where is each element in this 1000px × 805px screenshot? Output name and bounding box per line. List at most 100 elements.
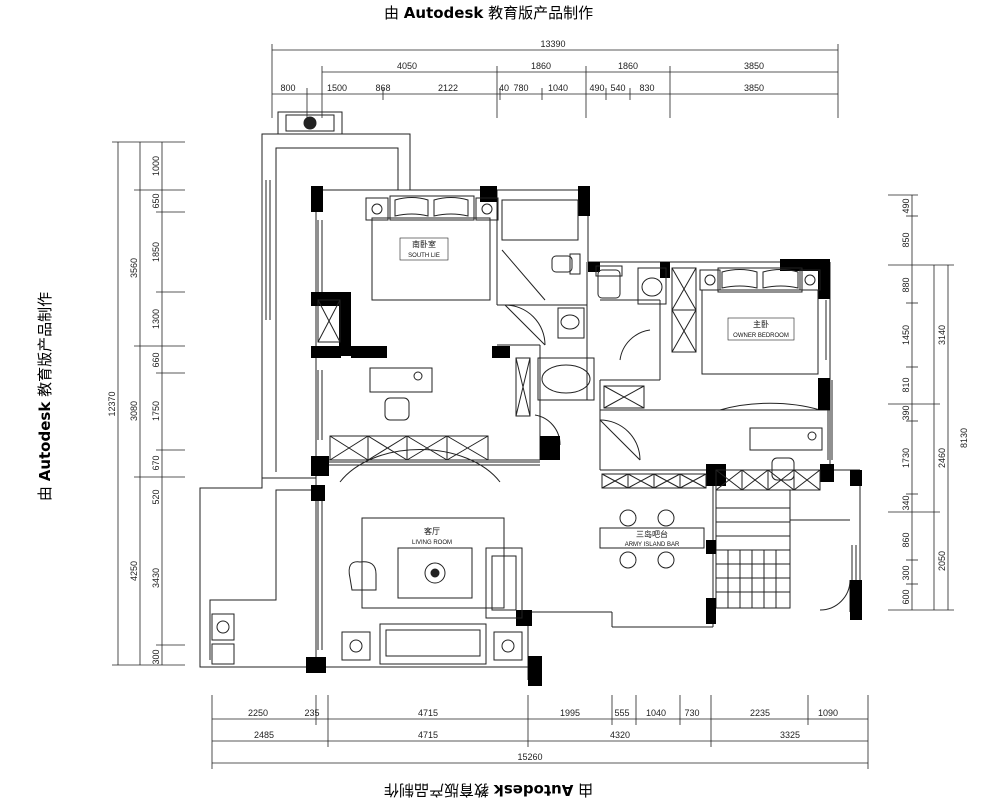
dim-top-total: 13390 (540, 39, 565, 49)
column (850, 470, 862, 486)
column (818, 259, 830, 299)
master-desk (749, 427, 823, 451)
dim-left-mid: 3080 (129, 401, 139, 421)
dim-left-inner: 670 (151, 455, 161, 470)
pillow (762, 269, 799, 289)
watermark-prefix: 由 (384, 4, 400, 22)
column (540, 436, 560, 460)
pillow (433, 197, 469, 217)
dim-right-inner: 810 (901, 377, 911, 392)
dim-bottom-row1: 730 (684, 708, 699, 718)
dim-bottom-row1: 555 (614, 708, 629, 718)
dim-bottom-row2: 4715 (418, 730, 438, 740)
bathtub (537, 357, 595, 401)
watermark-brand: Autodesk (403, 4, 484, 22)
master-sink-basin (641, 277, 663, 297)
shower-area (501, 199, 579, 241)
column (850, 580, 862, 620)
dim-top-row2: 1500 (327, 83, 347, 93)
watermark-suffix: 教育版产品制作 (36, 291, 55, 397)
side-sofa (485, 547, 523, 619)
dim-right-inner: 880 (901, 277, 911, 292)
dim-left-inner: 1750 (151, 401, 161, 421)
master-desk-chair (771, 457, 795, 481)
nightstand (475, 197, 499, 221)
master-toilet (597, 269, 621, 299)
column (351, 346, 387, 358)
south-bedroom-label: 南卧室 (412, 239, 436, 249)
room-label-box (727, 317, 795, 341)
desk-lamp-icon (807, 431, 817, 441)
lamp-icon (704, 274, 716, 286)
south-bedroom-bed-head (389, 195, 475, 221)
dim-bottom-row2: 3325 (780, 730, 800, 740)
end-table (493, 631, 523, 661)
living-room-rug (361, 517, 505, 609)
bar-label-en: ARMY ISLAND BAR (625, 542, 680, 548)
column (528, 656, 542, 686)
flower-icon (424, 562, 446, 584)
decor-cabinet-inner (285, 114, 335, 132)
lamp-icon (804, 274, 816, 286)
column (578, 186, 590, 216)
nightstand (799, 269, 821, 291)
dim-top-row1: 1860 (531, 61, 551, 71)
lamp-icon (371, 203, 383, 215)
column (588, 262, 600, 272)
decor-plant (303, 116, 317, 130)
room-label-box (399, 237, 449, 261)
dim-top-row2: 540 (610, 83, 625, 93)
column (311, 456, 329, 476)
column (306, 657, 326, 673)
dim-bottom-row1: 2235 (750, 708, 770, 718)
column (311, 485, 325, 501)
desk-chair (384, 397, 410, 421)
bar-stool (657, 509, 675, 527)
master-sink (637, 267, 667, 305)
main-sofa-seat (385, 629, 481, 657)
dim-right-inner: 390 (901, 405, 911, 420)
closet (317, 299, 341, 343)
dim-left-inner: 3430 (151, 568, 161, 588)
dim-bottom-row1: 1995 (560, 708, 580, 718)
washer-drum (216, 620, 230, 634)
decor-cabinet (277, 111, 343, 135)
laundry-sink (211, 643, 235, 665)
watermark-prefix: 由 (578, 781, 594, 799)
dim-right-inner: 1730 (901, 448, 911, 468)
bar-stool (619, 551, 637, 569)
armchair (348, 561, 377, 591)
dim-right-inner: 850 (901, 232, 911, 247)
dim-bottom-row1: 235 (304, 708, 319, 718)
column (706, 540, 716, 554)
dim-top-row2: 830 (639, 83, 654, 93)
dim-bottom-row1: 1040 (646, 708, 666, 718)
lamp-icon (481, 203, 493, 215)
pillow (721, 269, 758, 289)
lamp-icon (349, 639, 363, 653)
living-room-label: 客厅 (424, 526, 440, 536)
dim-left-mid: 4250 (129, 561, 139, 581)
bathroom-sink (557, 307, 585, 339)
dim-bottom-row2: 2485 (254, 730, 274, 740)
column (818, 378, 830, 410)
study-desk (369, 367, 433, 393)
shelf (515, 357, 531, 417)
dim-left-inner: 660 (151, 352, 161, 367)
sink-basin (560, 314, 580, 330)
watermark-suffix: 教育版产品制作 (488, 4, 594, 22)
wall-outlines (199, 133, 861, 680)
dimension-labels: 13390 4050 1860 1860 3850 800 1500 868 2… (107, 39, 969, 762)
dim-left-inner: 1300 (151, 309, 161, 329)
column (339, 292, 351, 356)
watermark-suffix: 教育版产品制作 (384, 781, 490, 799)
watermark-brand: Autodesk (36, 401, 55, 482)
desk-lamp-icon (413, 371, 423, 381)
watermark-brand: Autodesk (493, 781, 574, 799)
dim-right-outer: 3140 (937, 325, 947, 345)
bar-stool (657, 551, 675, 569)
dim-left-inner: 1850 (151, 242, 161, 262)
dim-right-inner: 860 (901, 532, 911, 547)
island-bar (599, 527, 705, 549)
